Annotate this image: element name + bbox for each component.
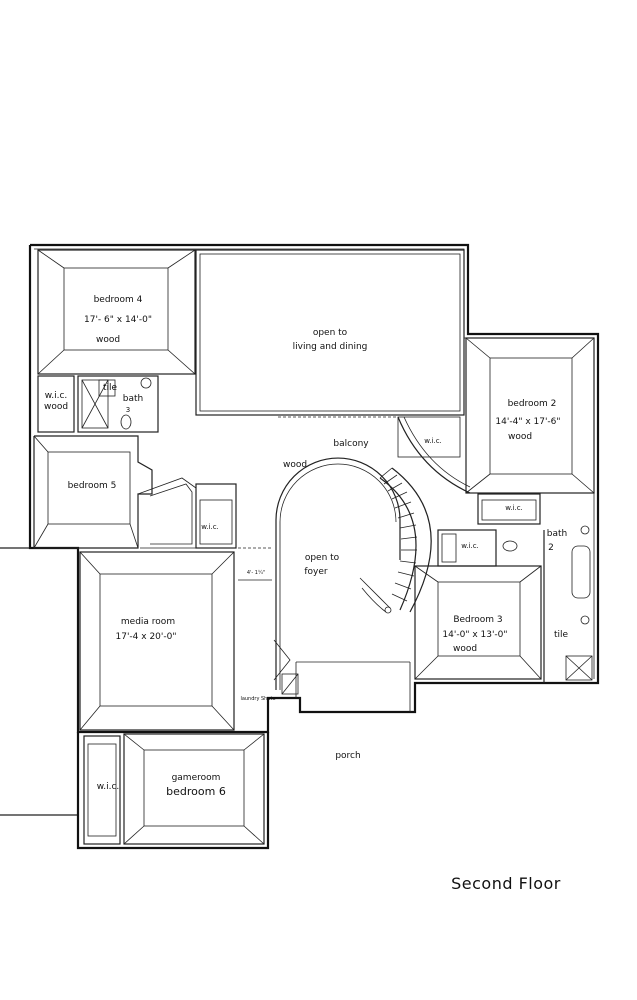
bedroom-2-floor: wood [508,432,532,442]
open-foyer-line2: foyer [304,567,328,577]
open-living-area [195,249,465,416]
gameroom-line2: bedroom 6 [166,785,226,798]
bedroom-5-name: bedroom 5 [68,481,117,491]
bedroom-4-size: 17'- 6" x 14'-0" [84,315,152,325]
bath-2-name: bath [547,529,567,539]
bath-3-name: bath [123,394,143,404]
wic-wood-line2: wood [44,402,68,412]
balcony-rail [278,416,471,494]
bedroom-4-name: bedroom 4 [94,295,143,305]
gameroom-line1: gameroom [172,773,221,783]
wic-wood-line1: w.i.c. [45,391,68,401]
bedroom-5-room [33,435,197,549]
bedroom-3-size: 14'-0" x 13'-0" [442,630,507,640]
wic-bedroom-3-label: w.i.c. [461,542,479,550]
bedroom-4-room [37,249,196,375]
bedroom-3-name: Bedroom 3 [453,615,502,625]
wic-bedroom-2-label: w.i.c. [424,437,442,445]
plan-title: Second Floor [451,874,561,893]
wic-gameroom-label: w.i.c. [97,782,120,792]
site-lines [0,547,78,816]
foyer-opening [275,457,411,712]
hall-dimension: 4'- 1¼" [247,570,265,576]
room-labels: bedroom 4 17'- 6" x 14'-0" wood open to … [44,295,569,798]
balcony-label: balcony [333,439,369,449]
open-foyer-line1: open to [305,553,340,563]
bedroom-3-room [414,565,542,680]
bath-3-num: 3 [126,406,130,414]
bath-2-tile: tile [554,630,569,640]
bedroom-4-floor: wood [96,335,120,345]
bath-3-tile: tile [103,383,118,393]
bedroom-2-name: bedroom 2 [508,399,557,409]
wic-bedroom-2b-label: w.i.c. [505,504,523,512]
gameroom-room [83,733,265,845]
bath-2-num: 2 [548,543,554,553]
hall-wood-label: wood [283,460,307,470]
bedroom-3-floor: wood [453,644,477,654]
media-room-room [79,547,272,731]
open-living-line2: living and dining [293,342,368,352]
bedroom-2-room [465,337,595,494]
laundry-chute [273,639,299,695]
bedroom-2-size: 14'-4" x 17'-6" [495,417,560,427]
wic-bedroom-5 [195,483,237,549]
laundry-chute-label: laundry Shute [240,696,275,702]
bath-2-block [437,493,593,683]
porch-label: porch [335,751,360,761]
open-living-line1: open to [313,328,348,338]
media-room-size: 17'-4 x 20'-0" [116,632,177,642]
bath-3-block [37,375,159,433]
spiral-staircase [359,467,432,614]
wic-bedroom-5-label: w.i.c. [201,523,219,531]
media-room-name: media room [121,617,175,627]
